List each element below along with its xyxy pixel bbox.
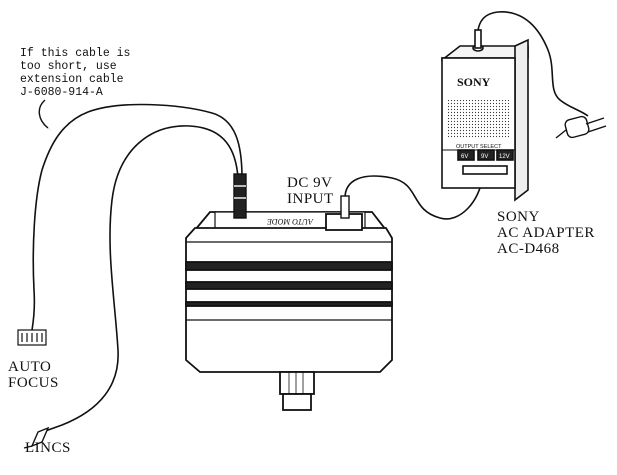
dc-input-line-2: INPUT bbox=[287, 191, 334, 207]
lincs-plug-module bbox=[233, 173, 247, 219]
auto-focus-line-2: FOCUS bbox=[8, 375, 59, 391]
cable-auto-focus bbox=[31, 169, 43, 331]
ac-adapter-box bbox=[441, 29, 529, 202]
auto-focus-label: AUTO FOCUS bbox=[8, 359, 59, 391]
note-arrowhead bbox=[42, 124, 52, 131]
dc-input-line-1: DC 9V bbox=[287, 175, 333, 191]
adapter-voltage-6v: 6V bbox=[461, 154, 468, 160]
dc-input-plug bbox=[340, 195, 350, 219]
adapter-label-line-2: AC ADAPTER bbox=[497, 225, 595, 241]
cable-note-line-3: extension cable bbox=[20, 73, 124, 86]
adapter-label-line-3: AC-D468 bbox=[497, 241, 560, 257]
cable-ac-top bbox=[476, 11, 589, 117]
note-arrow bbox=[38, 99, 49, 129]
auto-focus-connector bbox=[17, 329, 47, 346]
auto-focus-line-1: AUTO bbox=[8, 359, 52, 375]
cable-note: If this cable is too short, use extensio… bbox=[20, 47, 130, 99]
lincs-label: LINCS bbox=[25, 440, 71, 456]
module-top-text: AUTO MODE bbox=[267, 217, 314, 226]
adapter-output-select: OUTPUT SELECT bbox=[456, 144, 502, 150]
lincs-module bbox=[185, 211, 393, 411]
adapter-brand: SONY bbox=[457, 75, 491, 89]
cable-note-line-1: If this cable is bbox=[20, 47, 131, 60]
cable-note-line-4: J-6080-914-A bbox=[20, 86, 103, 99]
adapter-voltage-12v: 12V bbox=[499, 154, 510, 160]
adapter-label: SONY AC ADAPTER AC-D468 bbox=[497, 209, 595, 257]
adapter-voltage-9v: 9V bbox=[481, 154, 488, 160]
dc-input-label: DC 9V INPUT bbox=[287, 175, 334, 207]
adapter-label-line-1: SONY bbox=[497, 209, 540, 225]
ac-plug bbox=[555, 115, 607, 139]
cable-lincs bbox=[37, 103, 243, 435]
cable-note-line-2: too short, use bbox=[20, 60, 117, 73]
lincs-jack bbox=[23, 426, 50, 449]
